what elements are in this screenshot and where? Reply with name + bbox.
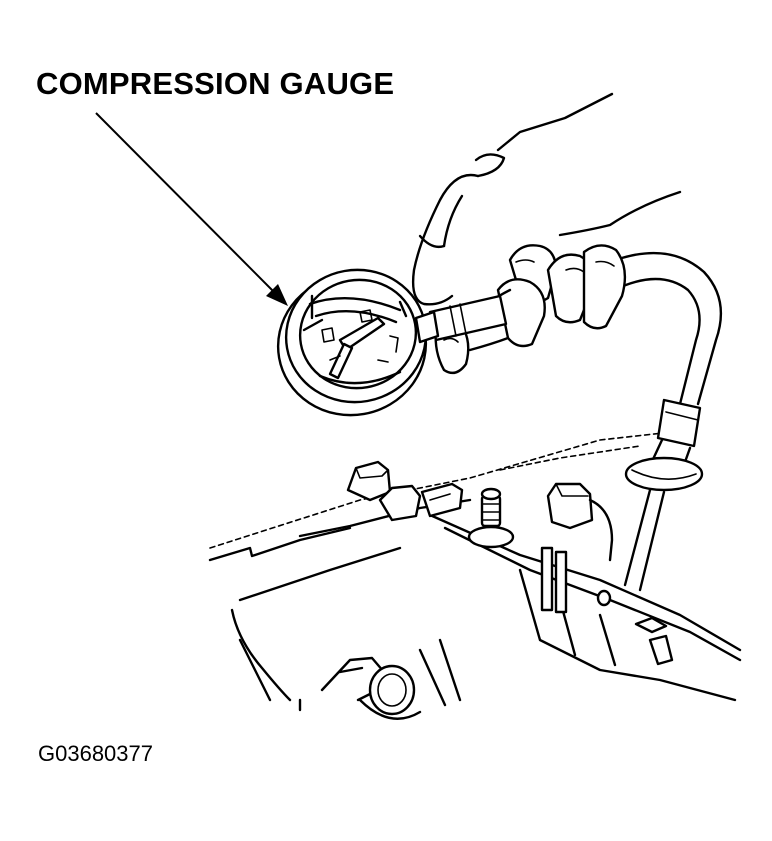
- compression-gauge: [276, 268, 440, 417]
- compression-gauge-label: COMPRESSION GAUGE: [36, 66, 395, 101]
- gauge-hose: [608, 251, 723, 592]
- lower-connector: [320, 656, 422, 720]
- callout-leader-arrow: [95, 112, 288, 306]
- cylinder-head-bolt: [467, 487, 515, 549]
- figure-id: G03680377: [38, 741, 153, 766]
- technician-hand: [411, 92, 682, 375]
- engine-cylinder-head: [208, 429, 742, 720]
